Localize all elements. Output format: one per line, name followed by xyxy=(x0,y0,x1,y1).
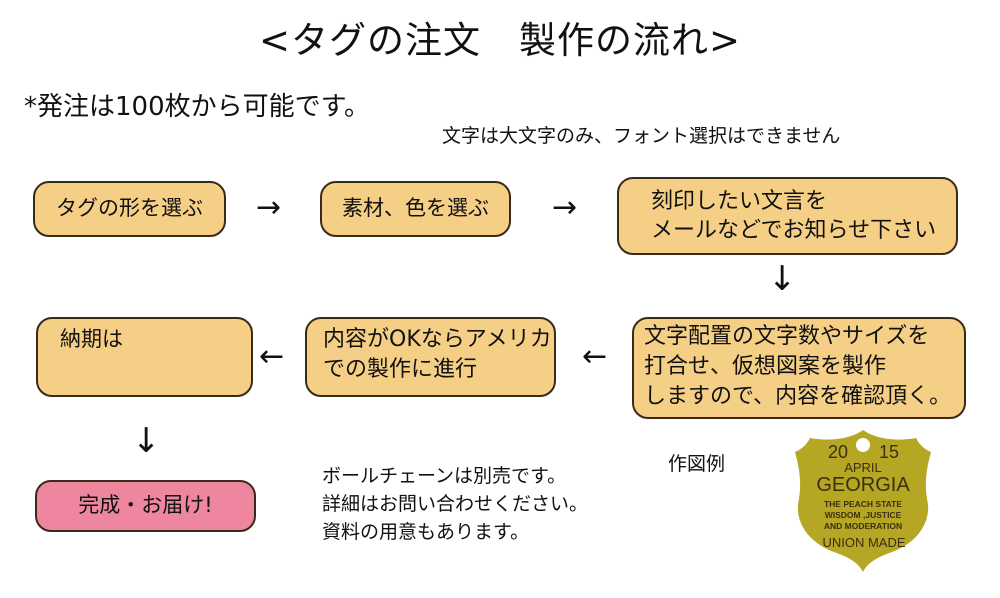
step-label: タグの形を選ぶ xyxy=(56,196,203,221)
tag-shape xyxy=(795,430,931,572)
example-tag-image: 20 15 APRIL GEORGIA THE PEACH STATE WISD… xyxy=(792,426,934,574)
ball-chain-note: ボールチェーンは別売です。 詳細はお問い合わせください。 資料の用意もあります。 xyxy=(322,462,588,546)
step-label: 完成・お届け! xyxy=(78,493,213,518)
tag-motto-line: AND MODERATION xyxy=(824,521,902,531)
tag-hole xyxy=(856,438,870,452)
step-confirm-design: 文字配置の文字数やサイズを 打合せ、仮想図案を製作 しますので、内容を確認頂く。 xyxy=(632,317,966,419)
step-choose-material: 素材、色を選ぶ xyxy=(320,181,511,237)
step-choose-shape: タグの形を選ぶ xyxy=(33,181,226,237)
step-send-text: 刻印したい文言を メールなどでお知らせ下さい xyxy=(617,177,958,255)
step-production: 内容がOKならアメリカ での製作に進行 xyxy=(305,317,556,397)
tag-motto-line: WISDOM ,JUSTICE xyxy=(825,510,902,520)
tag-footer: UNION MADE xyxy=(822,535,905,550)
step-label-line: での製作に進行 xyxy=(323,357,478,382)
note-line: 詳細はお問い合わせください。 xyxy=(322,493,589,515)
step-label-line: メールなどでお知らせ下さい xyxy=(651,218,937,243)
step-label-line: 内容がOKならアメリカ xyxy=(323,327,552,352)
step-label: 素材、色を選ぶ xyxy=(342,196,489,221)
shield-tag-icon: 20 15 APRIL GEORGIA THE PEACH STATE WISD… xyxy=(795,430,931,572)
tag-motto-line: THE PEACH STATE xyxy=(824,499,902,509)
step-delivery-time: 納期は xyxy=(36,317,253,397)
step-label-line: しますので、内容を確認頂く。 xyxy=(644,384,952,409)
tag-year-left: 20 xyxy=(828,442,848,462)
font-note: 文字は大文字のみ、フォント選択はできません xyxy=(442,125,841,147)
right-arrow-icon: → xyxy=(552,190,578,225)
left-arrow-icon: ← xyxy=(259,339,285,374)
tag-state: GEORGIA xyxy=(816,474,910,496)
step-complete-delivery: 完成・お届け! xyxy=(35,480,256,532)
down-arrow-icon: ↓ xyxy=(768,259,797,299)
minimum-order-note: *発注は100枚から可能です。 xyxy=(24,92,371,122)
step-label-line: 刻印したい文言を xyxy=(651,189,828,214)
note-line: 資料の用意もあります。 xyxy=(322,521,530,543)
step-label-line: 文字配置の文字数やサイズを xyxy=(644,324,930,349)
step-label: 納期は xyxy=(60,327,123,351)
step-label-line: 打合せ、仮想図案を製作 xyxy=(644,354,887,379)
right-arrow-icon: → xyxy=(256,190,282,225)
page-title: <タグの注文 製作の流れ> xyxy=(258,19,741,62)
tag-year-right: 15 xyxy=(879,442,899,462)
tag-month: APRIL xyxy=(844,460,882,475)
note-line: ボールチェーンは別売です。 xyxy=(322,465,567,487)
left-arrow-icon: ← xyxy=(582,339,608,374)
example-label: 作図例 xyxy=(668,453,726,475)
down-arrow-icon: ↓ xyxy=(132,421,161,461)
